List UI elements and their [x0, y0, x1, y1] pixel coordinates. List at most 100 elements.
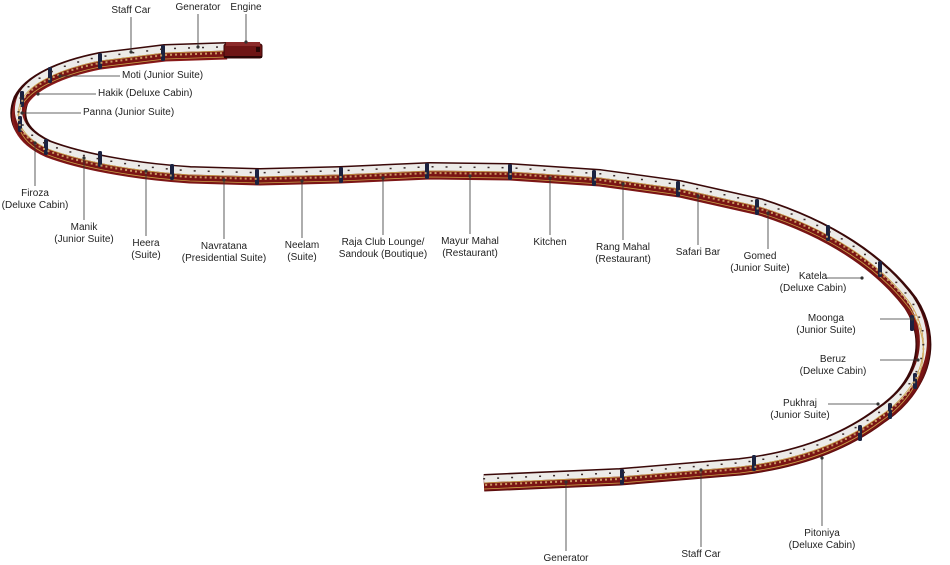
window	[769, 463, 772, 466]
window	[844, 438, 847, 441]
window	[903, 297, 906, 300]
window	[921, 357, 924, 360]
window	[20, 128, 23, 131]
window	[66, 70, 69, 73]
window	[916, 318, 919, 321]
window	[756, 207, 759, 210]
window	[18, 123, 21, 126]
window	[125, 58, 128, 61]
window	[314, 176, 317, 179]
car-type: (Restaurant)	[442, 248, 498, 259]
window	[540, 481, 543, 484]
window	[754, 465, 757, 468]
window	[27, 92, 30, 95]
roof-vent	[403, 167, 406, 169]
window	[150, 55, 153, 58]
window	[299, 176, 302, 179]
window	[794, 220, 797, 223]
window	[817, 449, 820, 452]
window	[21, 99, 24, 102]
roof-vent	[277, 171, 280, 174]
window	[42, 148, 45, 151]
leader-dot	[876, 402, 880, 406]
window	[789, 218, 792, 221]
window	[334, 176, 337, 179]
window	[843, 245, 846, 248]
window	[863, 259, 866, 262]
car-type: (Junior Suite)	[54, 234, 114, 245]
window	[454, 172, 457, 175]
label-pitoniya: Pitoniya (Deluxe Cabin)	[789, 528, 856, 552]
roof-vent	[734, 462, 737, 464]
roof-vent	[361, 168, 364, 171]
window	[39, 82, 42, 85]
car-coupling	[676, 181, 680, 197]
window	[919, 367, 922, 370]
roof-vent	[777, 208, 780, 210]
window	[239, 177, 242, 180]
window	[918, 323, 921, 326]
car-name: Pitoniya	[804, 528, 840, 539]
window	[364, 174, 367, 177]
window	[783, 459, 786, 462]
window	[504, 172, 507, 175]
label-panna: Panna (Junior Suite)	[83, 107, 174, 119]
window	[279, 177, 282, 180]
window	[770, 211, 773, 214]
roof-vent	[829, 439, 832, 441]
window	[570, 480, 573, 483]
car-type: (Junior Suite)	[730, 263, 790, 274]
window	[862, 428, 865, 431]
roof-vent	[42, 142, 45, 144]
car-coupling	[425, 163, 429, 179]
car-name: Raja Club Lounge/	[341, 237, 425, 248]
window	[780, 215, 783, 218]
roof-vent	[654, 180, 657, 183]
window	[729, 468, 732, 471]
window	[855, 253, 858, 256]
label-moonga: Moonga (Junior Suite)	[796, 313, 855, 337]
window	[159, 173, 162, 176]
window	[135, 57, 138, 60]
label-pukhraj: Pukhraj (Junior Suite)	[770, 398, 829, 422]
window	[494, 172, 497, 175]
car-name: Moonga	[807, 313, 845, 324]
window	[215, 52, 218, 55]
window	[644, 475, 647, 478]
window	[534, 174, 537, 177]
window	[169, 174, 172, 177]
roof-vent	[904, 292, 907, 294]
roof-vent	[165, 168, 168, 170]
window	[609, 478, 612, 481]
leader-dot	[58, 74, 62, 78]
window	[847, 248, 850, 251]
leader-dot	[36, 92, 40, 96]
window	[808, 226, 811, 229]
window	[870, 422, 873, 425]
roof-vent	[174, 47, 177, 50]
leader-dot	[129, 50, 133, 54]
window	[668, 188, 671, 191]
label-engine: Engine	[230, 2, 261, 14]
roof-vent	[885, 271, 888, 274]
window	[724, 469, 727, 472]
roof-vent	[790, 213, 793, 215]
window	[910, 385, 913, 388]
car-name: Moti (Junior Suite)	[122, 70, 204, 81]
window	[590, 479, 593, 482]
window	[530, 481, 533, 484]
window	[922, 352, 925, 355]
label-neelam: Neelam (Suite)	[285, 240, 319, 264]
window	[599, 179, 602, 182]
window	[459, 172, 462, 175]
window	[914, 314, 917, 317]
car-coupling	[255, 169, 259, 185]
window	[921, 333, 924, 336]
car-name: Katela	[798, 271, 828, 282]
leader-dot	[621, 182, 625, 186]
window	[875, 269, 878, 272]
window	[190, 53, 193, 56]
roof-vent	[445, 166, 448, 168]
window	[722, 199, 725, 202]
window	[439, 172, 442, 175]
